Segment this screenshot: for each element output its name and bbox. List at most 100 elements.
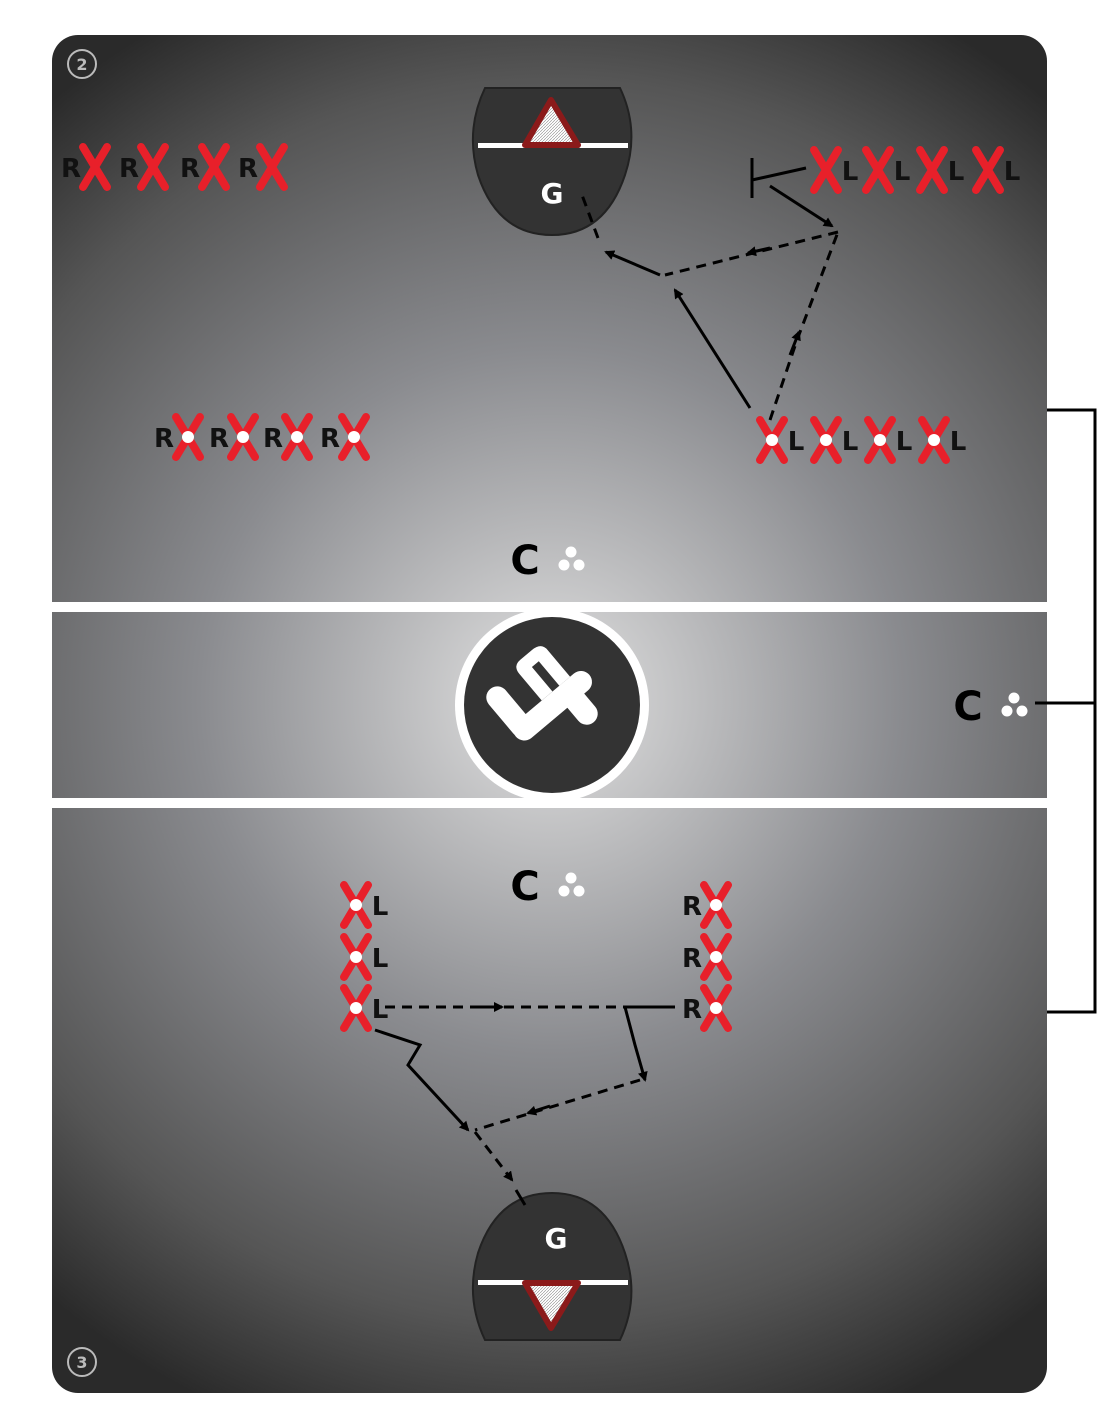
shot-line (514, 1189, 527, 1206)
player-marker: L (810, 146, 859, 194)
arrow-icon (526, 1104, 551, 1116)
ball-pile-icon (558, 546, 585, 571)
player-x-icon (137, 143, 169, 191)
player-marker: R (682, 984, 732, 1032)
player-hand-label: R (238, 154, 258, 184)
player-marker: R (320, 413, 370, 461)
panel-number-badge (67, 1347, 97, 1377)
player-marker: R (154, 413, 204, 461)
ball-icon (182, 431, 194, 443)
panel-number-bottom: 3 (76, 1353, 87, 1372)
arrow-icon (746, 246, 771, 257)
player-hand-label: L (950, 427, 967, 457)
ball-icon (710, 899, 722, 911)
player-hand-label: L (896, 427, 913, 457)
ball-icon (237, 431, 249, 443)
ball-pile-icon (1001, 692, 1028, 717)
player-hand-label: R (119, 154, 139, 184)
panel-number-top: 2 (76, 55, 87, 74)
player-marker: L (756, 416, 805, 464)
player-marker: L (918, 416, 967, 464)
run-arrow (623, 1005, 675, 1082)
ball-icon (874, 434, 886, 446)
drill-paths-bottom (374, 1002, 675, 1206)
player-hand-label: R (61, 154, 81, 184)
goal-net-icon (522, 1280, 581, 1331)
goal-net-icon (522, 97, 581, 148)
coach-label: C (510, 538, 539, 584)
player-hand-label: R (154, 424, 174, 454)
ball-icon (350, 951, 362, 963)
goal-top: G (471, 87, 633, 237)
player-x-icon (198, 143, 230, 191)
goalie-label: G (545, 1222, 568, 1255)
ball-pile-icon (558, 872, 585, 897)
player-hand-label: R (180, 154, 200, 184)
ball-icon (348, 431, 360, 443)
pick-line (750, 158, 807, 198)
ball-icon (350, 899, 362, 911)
player-hand-label: L (894, 157, 911, 187)
ball-icon (820, 434, 832, 446)
player-hand-label: R (682, 944, 702, 974)
ball-icon (710, 951, 722, 963)
restraining-line-top (52, 602, 1047, 612)
player-x-icon (972, 146, 1004, 194)
run-arrow (673, 288, 752, 409)
ball-icon (350, 1002, 362, 1014)
player-x-icon (79, 143, 111, 191)
run-arrow (604, 250, 661, 277)
coach-marker: C (953, 684, 1028, 730)
arrow-icon (788, 330, 801, 356)
player-x-icon (810, 146, 842, 194)
player-hand-label: R (682, 995, 702, 1025)
player-marker: L (864, 416, 913, 464)
player-marker: L (916, 146, 965, 194)
rotation-bracket (1035, 408, 1097, 1014)
player-x-icon (862, 146, 894, 194)
panel-number-badge (67, 49, 97, 79)
coach-marker: C (510, 538, 585, 584)
drill-paths-top (580, 158, 840, 421)
ball-icon (291, 431, 303, 443)
player-hand-label: L (372, 944, 389, 974)
player-marker: R (263, 413, 313, 461)
player-marker: R (209, 413, 259, 461)
player-marker: R (180, 143, 230, 191)
ball-icon (710, 1002, 722, 1014)
goal-bottom: G (471, 1191, 633, 1341)
cut-arrow (769, 184, 834, 228)
player-marker: L (340, 881, 388, 929)
run-arrow (374, 1028, 470, 1132)
player-hand-label: L (842, 157, 859, 187)
player-hand-label: L (842, 427, 859, 457)
player-hand-label: L (788, 427, 805, 457)
player-marker: L (340, 933, 389, 981)
player-marker: R (682, 933, 732, 981)
coach-marker: C (510, 864, 585, 910)
player-marker: R (682, 881, 732, 929)
goalie-label: G (541, 177, 564, 210)
player-x-icon (256, 143, 288, 191)
player-marker: L (340, 984, 389, 1032)
ball-icon (766, 434, 778, 446)
player-marker: R (61, 143, 111, 191)
coach-label: C (953, 684, 982, 730)
pass-arrow (474, 1078, 641, 1132)
player-hand-label: L (372, 995, 389, 1025)
player-marker: R (238, 143, 288, 191)
player-marker: L (810, 416, 859, 464)
player-hand-label: L (1004, 157, 1021, 187)
player-hand-label: R (682, 892, 702, 922)
player-hand-label: R (209, 424, 229, 454)
ball-icon (928, 434, 940, 446)
player-hand-label: L (948, 157, 965, 187)
coach-label: C (510, 864, 539, 910)
pass-arrow (768, 231, 840, 421)
player-hand-label: R (263, 424, 283, 454)
logo-icon (455, 608, 649, 802)
shot-line (580, 194, 600, 239)
player-x-icon (916, 146, 948, 194)
restraining-line-bottom (52, 798, 1047, 808)
